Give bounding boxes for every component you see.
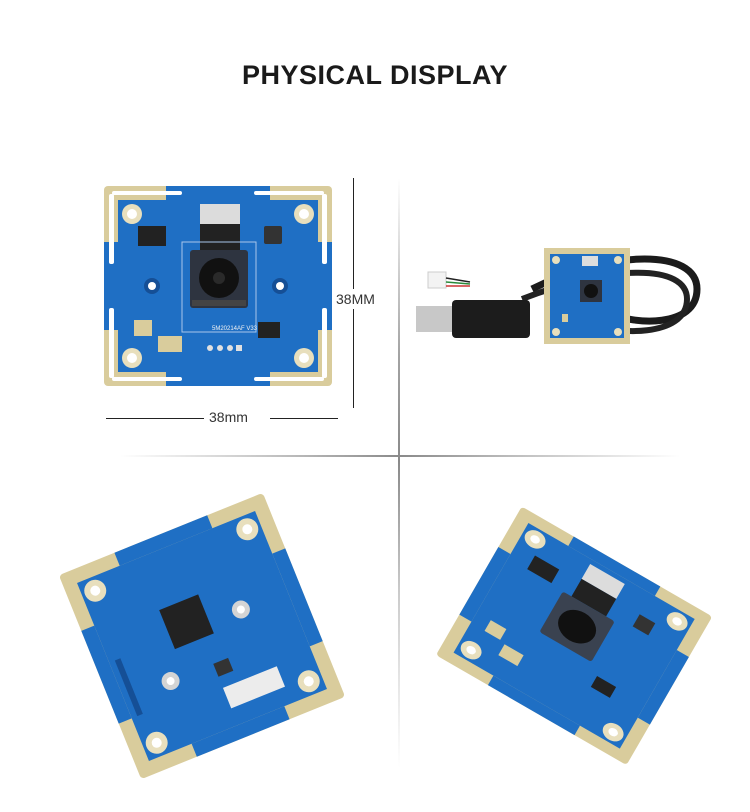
vertical-divider bbox=[398, 178, 400, 768]
photo-top-view: 5M20214AF V33 bbox=[104, 186, 332, 386]
pcb-front-illustration: 5M20214AF V33 bbox=[104, 186, 332, 386]
photo-angled-front-view bbox=[424, 486, 724, 786]
width-dimension-line-left bbox=[106, 418, 204, 419]
photo-back-view bbox=[52, 486, 352, 786]
pcb-back-illustration bbox=[60, 494, 344, 778]
page-title: PHYSICAL DISPLAY bbox=[241, 60, 509, 90]
width-dimension-label: 38mm bbox=[209, 409, 248, 425]
width-dimension-line-right bbox=[270, 418, 338, 419]
height-dimension-label: 38MM bbox=[336, 289, 375, 309]
horizontal-divider bbox=[120, 455, 680, 457]
pcb-front-angled-illustration bbox=[437, 507, 712, 764]
pcb-model-label: 5M20214AF V33 bbox=[212, 326, 258, 332]
usb-cable-illustration bbox=[416, 248, 701, 344]
photo-with-usb-cable bbox=[412, 244, 702, 356]
